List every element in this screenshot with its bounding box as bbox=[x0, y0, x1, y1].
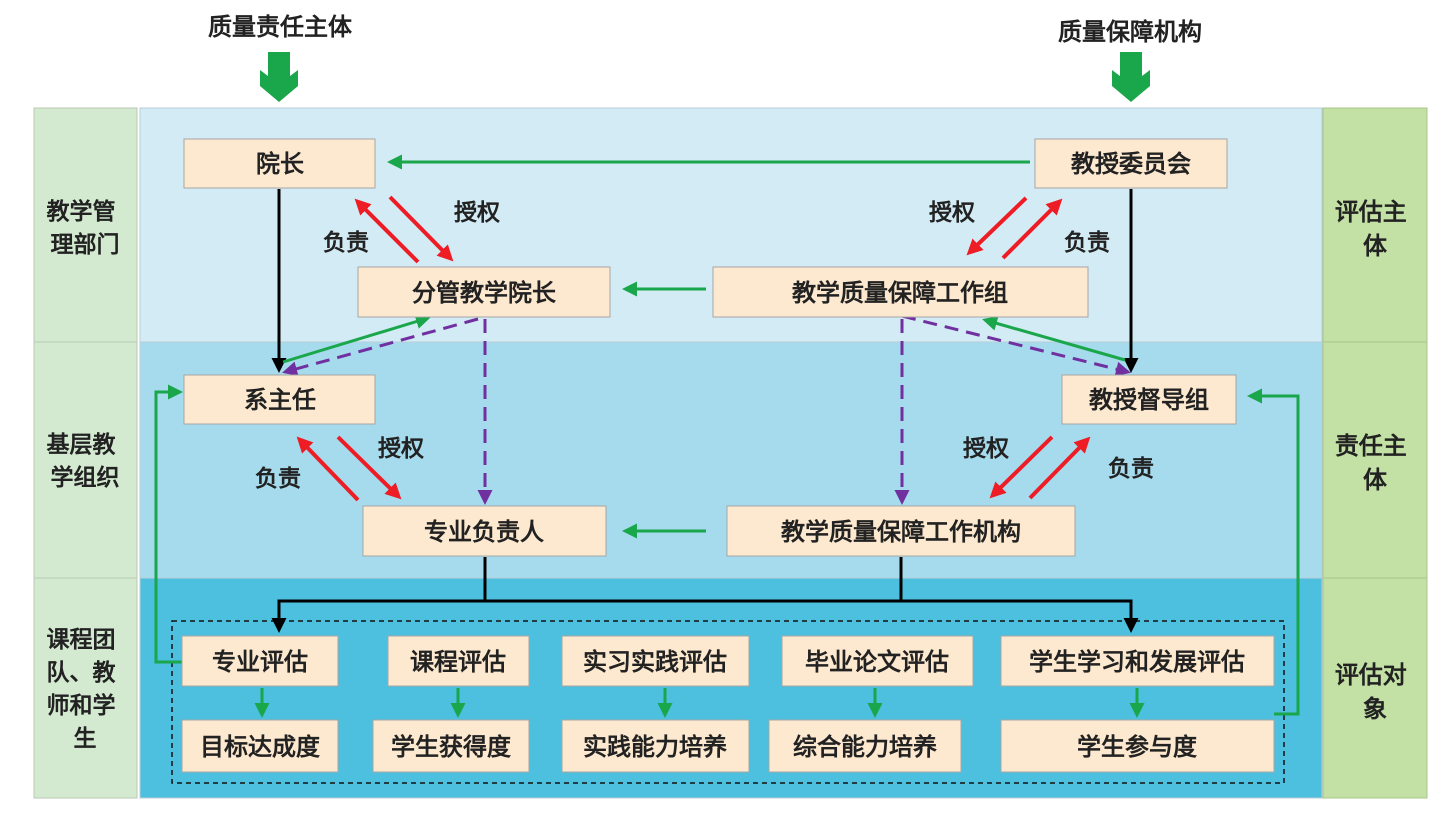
svg-text:教学质量保障工作组: 教学质量保障工作组 bbox=[792, 279, 1008, 307]
eval-student: 学生学习和发展评估 bbox=[1000, 635, 1275, 687]
right-band-3 bbox=[1322, 577, 1428, 799]
svg-text:毕业论文评估: 毕业论文评估 bbox=[805, 648, 949, 676]
node-major-leader: 专业负责人 bbox=[362, 505, 607, 557]
svg-text:综合能力培养: 综合能力培养 bbox=[793, 733, 937, 761]
node-dept-head: 系主任 bbox=[183, 374, 376, 425]
outcome-practice-ability: 实践能力培养 bbox=[561, 719, 750, 773]
eval-major: 专业评估 bbox=[181, 635, 339, 687]
svg-text:目标达成度: 目标达成度 bbox=[200, 733, 321, 761]
label-authorize: 授权 bbox=[378, 436, 424, 462]
top-label-responsibility: 质量责任主体 bbox=[208, 13, 353, 41]
svg-text:院长: 院长 bbox=[256, 150, 305, 178]
svg-text:分管教学院长: 分管教学院长 bbox=[412, 279, 557, 307]
label-authorize: 授权 bbox=[929, 200, 975, 226]
left-label-1: 教学管 理部门 bbox=[46, 198, 123, 258]
outcome-participation: 学生参与度 bbox=[1000, 719, 1275, 773]
label-authorize: 授权 bbox=[963, 436, 1009, 462]
right-label-1: 评估主 体 bbox=[1335, 198, 1415, 260]
eval-practice: 实习实践评估 bbox=[561, 635, 750, 687]
eval-course: 课程评估 bbox=[387, 635, 530, 687]
svg-text:系主任: 系主任 bbox=[244, 386, 316, 414]
evaluation-frame bbox=[171, 620, 1285, 784]
svg-text:专业负责人: 专业负责人 bbox=[424, 518, 544, 546]
outcome-comprehensive: 综合能力培养 bbox=[768, 719, 962, 773]
label-responsible: 负责 bbox=[323, 229, 369, 256]
left-label-2: 基层教 学组织 bbox=[46, 431, 123, 491]
down-arrow-icon bbox=[1112, 52, 1150, 102]
svg-text:学生学习和发展评估: 学生学习和发展评估 bbox=[1029, 648, 1245, 676]
node-dean: 院长 bbox=[183, 138, 376, 189]
node-supervision-group: 教授督导组 bbox=[1061, 374, 1237, 425]
right-label-2: 责任主 体 bbox=[1335, 432, 1415, 494]
left-band-3 bbox=[33, 577, 138, 799]
node-professor-committee: 教授委员会 bbox=[1034, 138, 1228, 189]
node-qa-working-group: 教学质量保障工作组 bbox=[712, 266, 1089, 318]
svg-text:实践能力培养: 实践能力培养 bbox=[583, 733, 727, 761]
right-band-1 bbox=[1322, 107, 1428, 343]
svg-text:教学质量保障工作机构: 教学质量保障工作机构 bbox=[781, 518, 1021, 546]
right-label-3: 评估对 象 bbox=[1335, 661, 1415, 723]
label-authorize: 授权 bbox=[454, 200, 500, 226]
eval-thesis: 毕业论文评估 bbox=[781, 635, 974, 687]
label-responsible: 负责 bbox=[1064, 229, 1110, 256]
left-band-1 bbox=[33, 107, 138, 343]
right-band-2 bbox=[1322, 341, 1428, 579]
label-responsible: 负责 bbox=[1108, 455, 1154, 482]
svg-text:教授委员会: 教授委员会 bbox=[1071, 150, 1191, 178]
left-band-2 bbox=[33, 341, 138, 579]
svg-text:学生参与度: 学生参与度 bbox=[1077, 733, 1198, 761]
node-vice-dean: 分管教学院长 bbox=[357, 266, 611, 318]
svg-text:专业评估: 专业评估 bbox=[212, 648, 308, 676]
left-label-3: 课程团 队、教 师和学 生 bbox=[46, 627, 123, 752]
top-label-assurance: 质量保障机构 bbox=[1058, 18, 1202, 46]
outcome-gain: 学生获得度 bbox=[372, 719, 530, 773]
label-responsible: 负责 bbox=[255, 465, 301, 492]
down-arrow-icon bbox=[260, 52, 298, 102]
svg-text:课程评估: 课程评估 bbox=[410, 648, 506, 676]
svg-text:学生获得度: 学生获得度 bbox=[391, 733, 512, 761]
svg-text:教授督导组: 教授督导组 bbox=[1089, 386, 1209, 414]
svg-text:实习实践评估: 实习实践评估 bbox=[583, 648, 727, 676]
outcome-goal: 目标达成度 bbox=[181, 719, 339, 773]
node-qa-working-org: 教学质量保障工作机构 bbox=[726, 505, 1076, 557]
